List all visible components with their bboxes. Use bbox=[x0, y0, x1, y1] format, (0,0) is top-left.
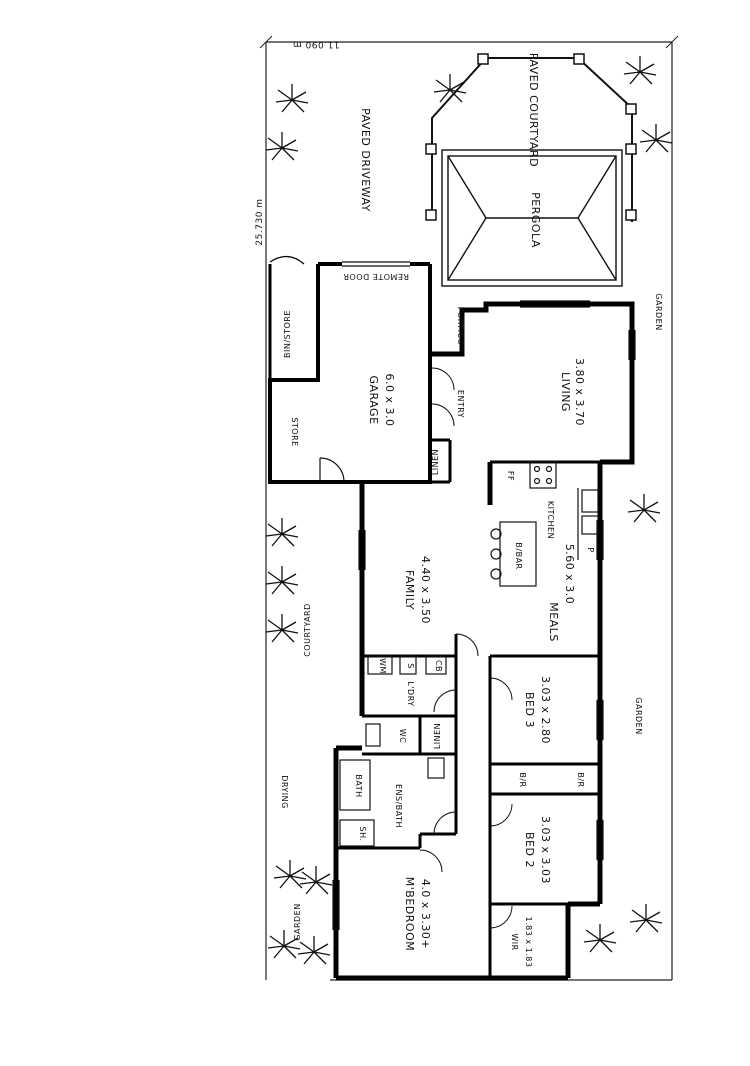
bath-label: BATH bbox=[354, 774, 363, 797]
paved-courtyard-label: PAVED COURTYARD bbox=[527, 53, 540, 167]
living-label: LIVING bbox=[559, 372, 572, 412]
robe-label-1: B/R bbox=[518, 772, 527, 787]
drying-label: DRYING bbox=[280, 775, 289, 809]
paved-driveway-label: PAVED DRIVEWAY bbox=[359, 108, 372, 212]
site-depth-label: 25.730 m bbox=[255, 198, 265, 245]
site-width-label: 11.090 m bbox=[292, 39, 339, 49]
bed3-size: 3.03 x 2.80 bbox=[539, 676, 552, 744]
garden-south-label: GARDEN bbox=[634, 697, 643, 734]
meals-label: MEALS bbox=[547, 602, 560, 642]
robe-label-2: B/R bbox=[576, 772, 585, 787]
dimension-ticks bbox=[259, 35, 679, 49]
house-outer-walls bbox=[333, 301, 635, 981]
pantry-label: P bbox=[586, 547, 595, 552]
meals-size: 5.60 x 3.0 bbox=[563, 544, 576, 605]
site-boundary bbox=[265, 41, 673, 981]
fridge-label: FF bbox=[506, 471, 515, 481]
garage-walls bbox=[268, 262, 432, 484]
laundry-label: L'DRY bbox=[406, 681, 415, 706]
courtyard-label: COURTYARD bbox=[303, 603, 312, 657]
wm-label: WM bbox=[378, 658, 387, 674]
palm-plants bbox=[265, 56, 673, 965]
master-bedroom-label: M'BEDROOM bbox=[403, 877, 416, 951]
wc-label: WC bbox=[398, 729, 407, 744]
garden-east-label: GARDEN bbox=[654, 293, 663, 330]
fixture-labels: FF P B/R B/R CB WM S bbox=[378, 471, 595, 788]
internal-walls bbox=[334, 354, 600, 978]
master-bedroom-size: 4.0 x 3.30+ bbox=[419, 879, 432, 949]
entry-label: ENTRY bbox=[456, 390, 465, 418]
sink-label: S bbox=[406, 663, 415, 669]
wir-size: 1.83 x 1.83 bbox=[524, 917, 533, 968]
remote-door bbox=[342, 261, 410, 267]
pergola-label: PERGOLA bbox=[529, 192, 542, 248]
wir-label: WIR bbox=[510, 933, 519, 950]
door-swings bbox=[419, 367, 513, 929]
linen-label-1: LINEN bbox=[431, 449, 440, 475]
garage-size: 6.0 x 3.0 bbox=[383, 374, 396, 427]
windows bbox=[332, 300, 636, 930]
pergola-posts bbox=[425, 53, 637, 221]
portico-label: PORTICO bbox=[456, 307, 465, 346]
cupboard-label: CB bbox=[434, 660, 443, 672]
store-door bbox=[319, 457, 345, 483]
linen-label-2: LINEN bbox=[433, 723, 442, 749]
bed2-size: 3.03 x 3.03 bbox=[539, 816, 552, 884]
garden-west-label: GARDEN bbox=[293, 903, 302, 940]
dimension-labels: 25.730 m 11.090 m bbox=[255, 39, 340, 246]
living-size: 3.80 x 3.70 bbox=[573, 358, 586, 426]
bin-store-wall bbox=[268, 255, 305, 380]
family-label: FAMILY bbox=[403, 570, 416, 610]
garage-label: GARAGE bbox=[367, 375, 380, 424]
kitchen-fixtures bbox=[490, 461, 599, 587]
bed3-label: BED 3 bbox=[523, 692, 536, 728]
family-size: 4.40 x 3.50 bbox=[419, 556, 432, 624]
remote-door-label: REMOTE DOOR bbox=[343, 272, 409, 281]
store-label: STORE bbox=[290, 417, 299, 446]
shower-label: SH. bbox=[358, 827, 367, 842]
bed2-label: BED 2 bbox=[523, 832, 536, 868]
ens-bath-label: ENS/BATH bbox=[394, 784, 403, 828]
bathroom-fixtures bbox=[339, 655, 447, 847]
pergola-roof bbox=[441, 149, 623, 287]
bbar-label: B/BAR bbox=[514, 542, 523, 569]
kitchen-label: KITCHEN bbox=[546, 501, 555, 539]
room-labels: PAVED DRIVEWAY PAVED COURTYARD PERGOLA R… bbox=[283, 53, 586, 968]
bin-store-label: BIN/STORE bbox=[283, 310, 292, 358]
outdoor-labels: GARDEN GARDEN COURTYARD DRYING GARDEN bbox=[280, 293, 663, 940]
